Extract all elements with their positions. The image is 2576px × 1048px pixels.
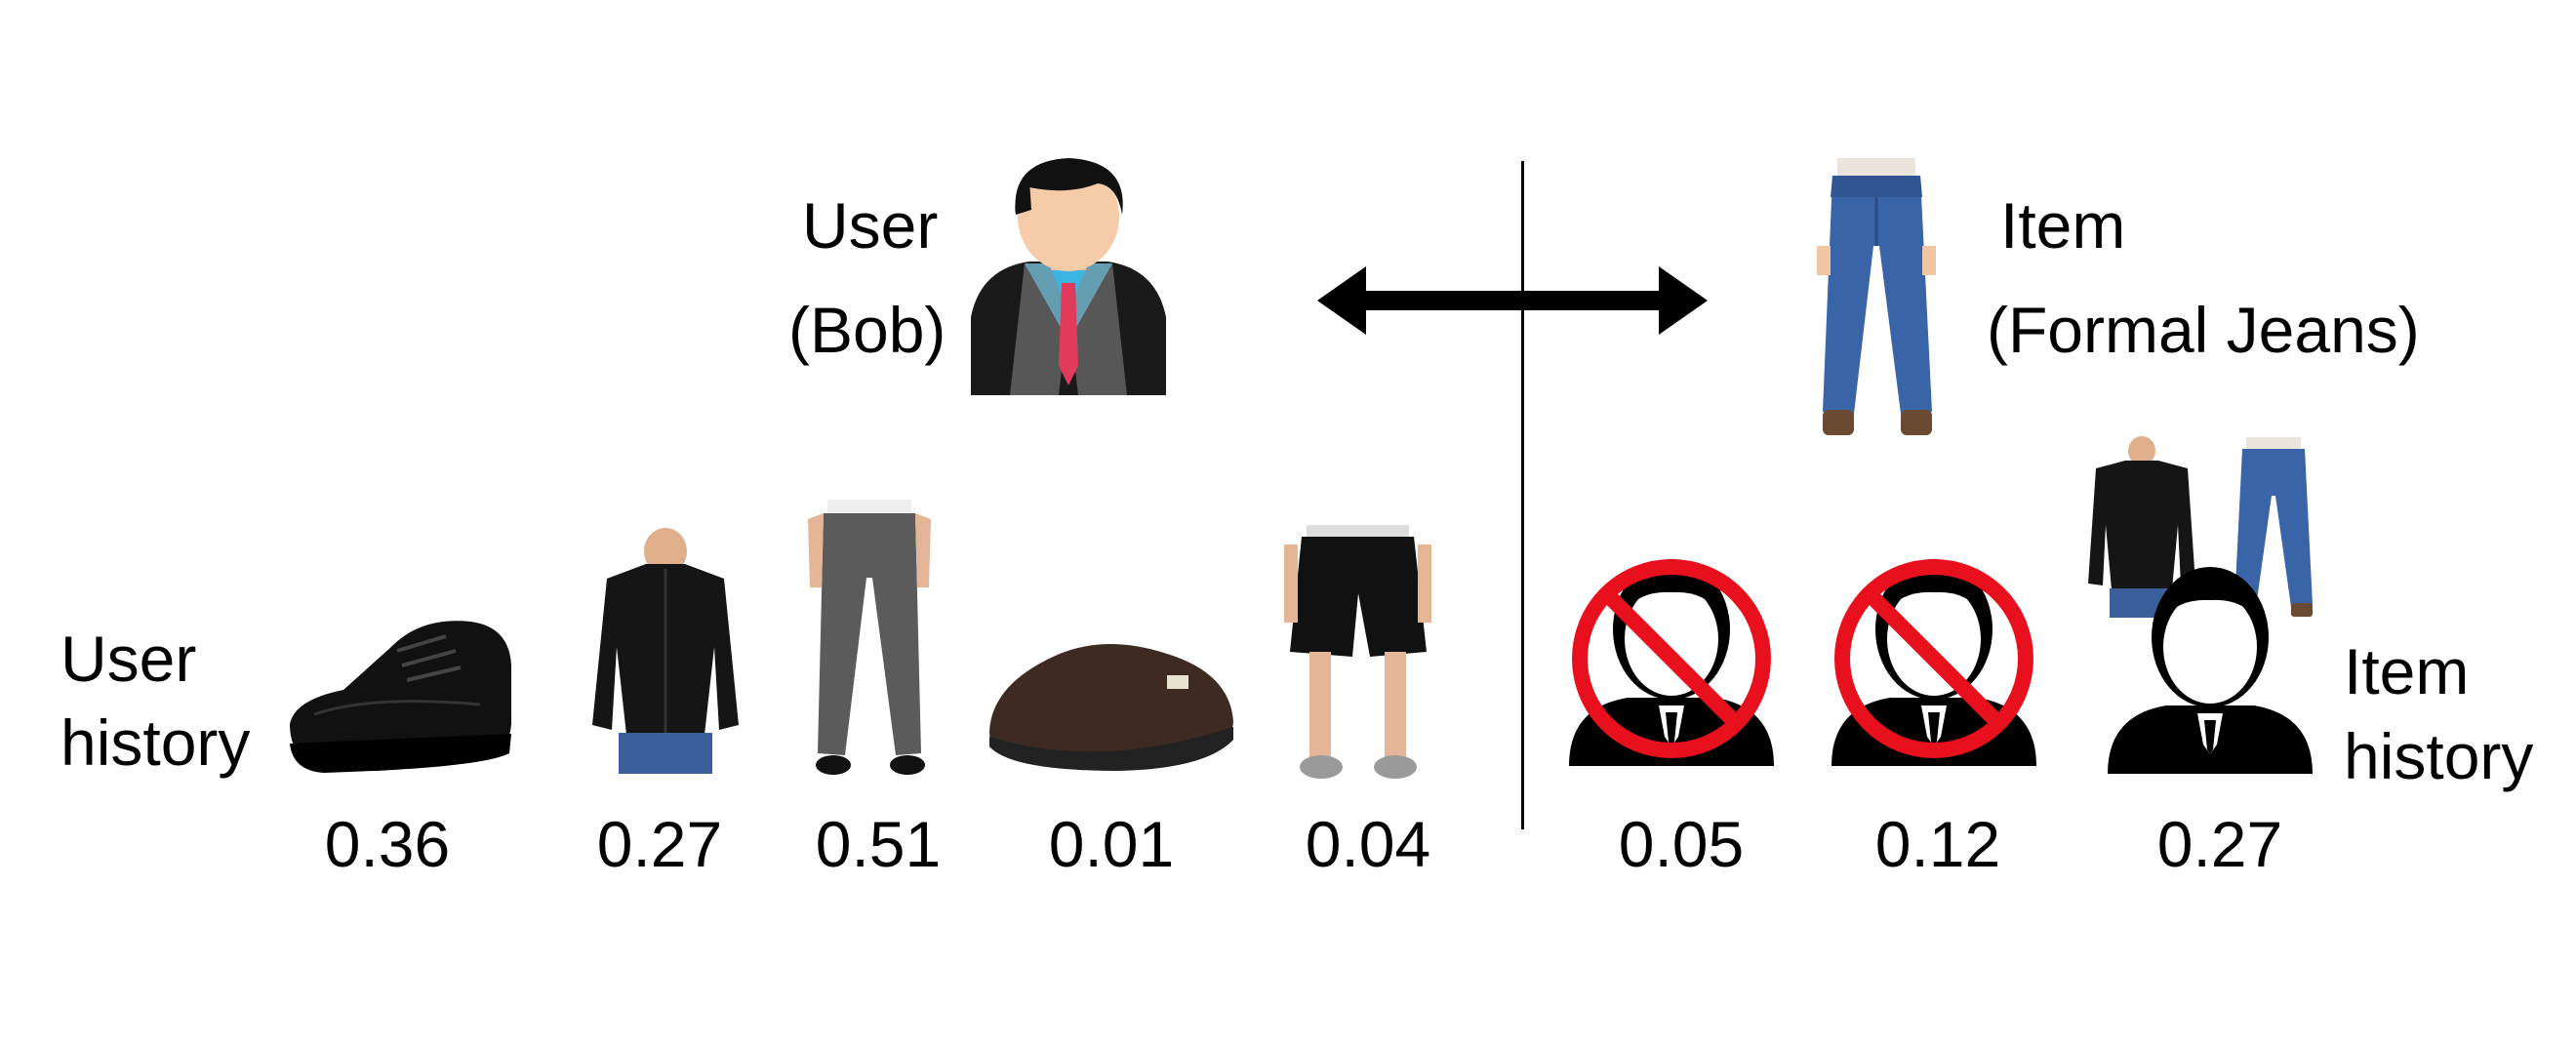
gray-pants-icon: [808, 500, 931, 775]
jeans-icon: [1817, 158, 1936, 435]
user-history-value: 0.36: [324, 808, 451, 880]
user-name-label: (Bob): [788, 294, 946, 366]
user-history-value: 0.01: [1048, 808, 1175, 880]
user-with-jacket-and-jeans-icon: [2088, 436, 2313, 774]
item-history-label-line2: history: [2344, 720, 2534, 792]
item-history-value: 0.12: [1874, 808, 2001, 880]
double-arrow-icon: [1317, 266, 1708, 335]
item-history-label: Item: [2344, 635, 2470, 707]
user-history-value: 0.27: [596, 808, 723, 880]
divider-line: [1521, 161, 1524, 829]
user-history-value: 0.51: [815, 808, 942, 880]
blocked-user-icon: [1831, 559, 2036, 766]
fleece-jacket-icon: [592, 528, 739, 774]
dress-shoe-icon: [290, 621, 511, 773]
user-history-value: 0.04: [1305, 808, 1431, 880]
user-label: User: [802, 189, 939, 262]
item-name-label: (Formal Jeans): [1987, 294, 2420, 366]
item-history-value: 0.27: [2156, 808, 2283, 880]
shorts-icon: [1284, 525, 1431, 779]
item-label: Item: [2000, 189, 2126, 262]
slipper-icon: [989, 644, 1233, 771]
item-history-value: 0.05: [1618, 808, 1745, 880]
user-history-label-line2: history: [60, 706, 251, 779]
blocked-user-icon: [1569, 559, 1774, 766]
user-history-label: User: [60, 623, 197, 695]
businessman-avatar-icon: [971, 158, 1166, 395]
